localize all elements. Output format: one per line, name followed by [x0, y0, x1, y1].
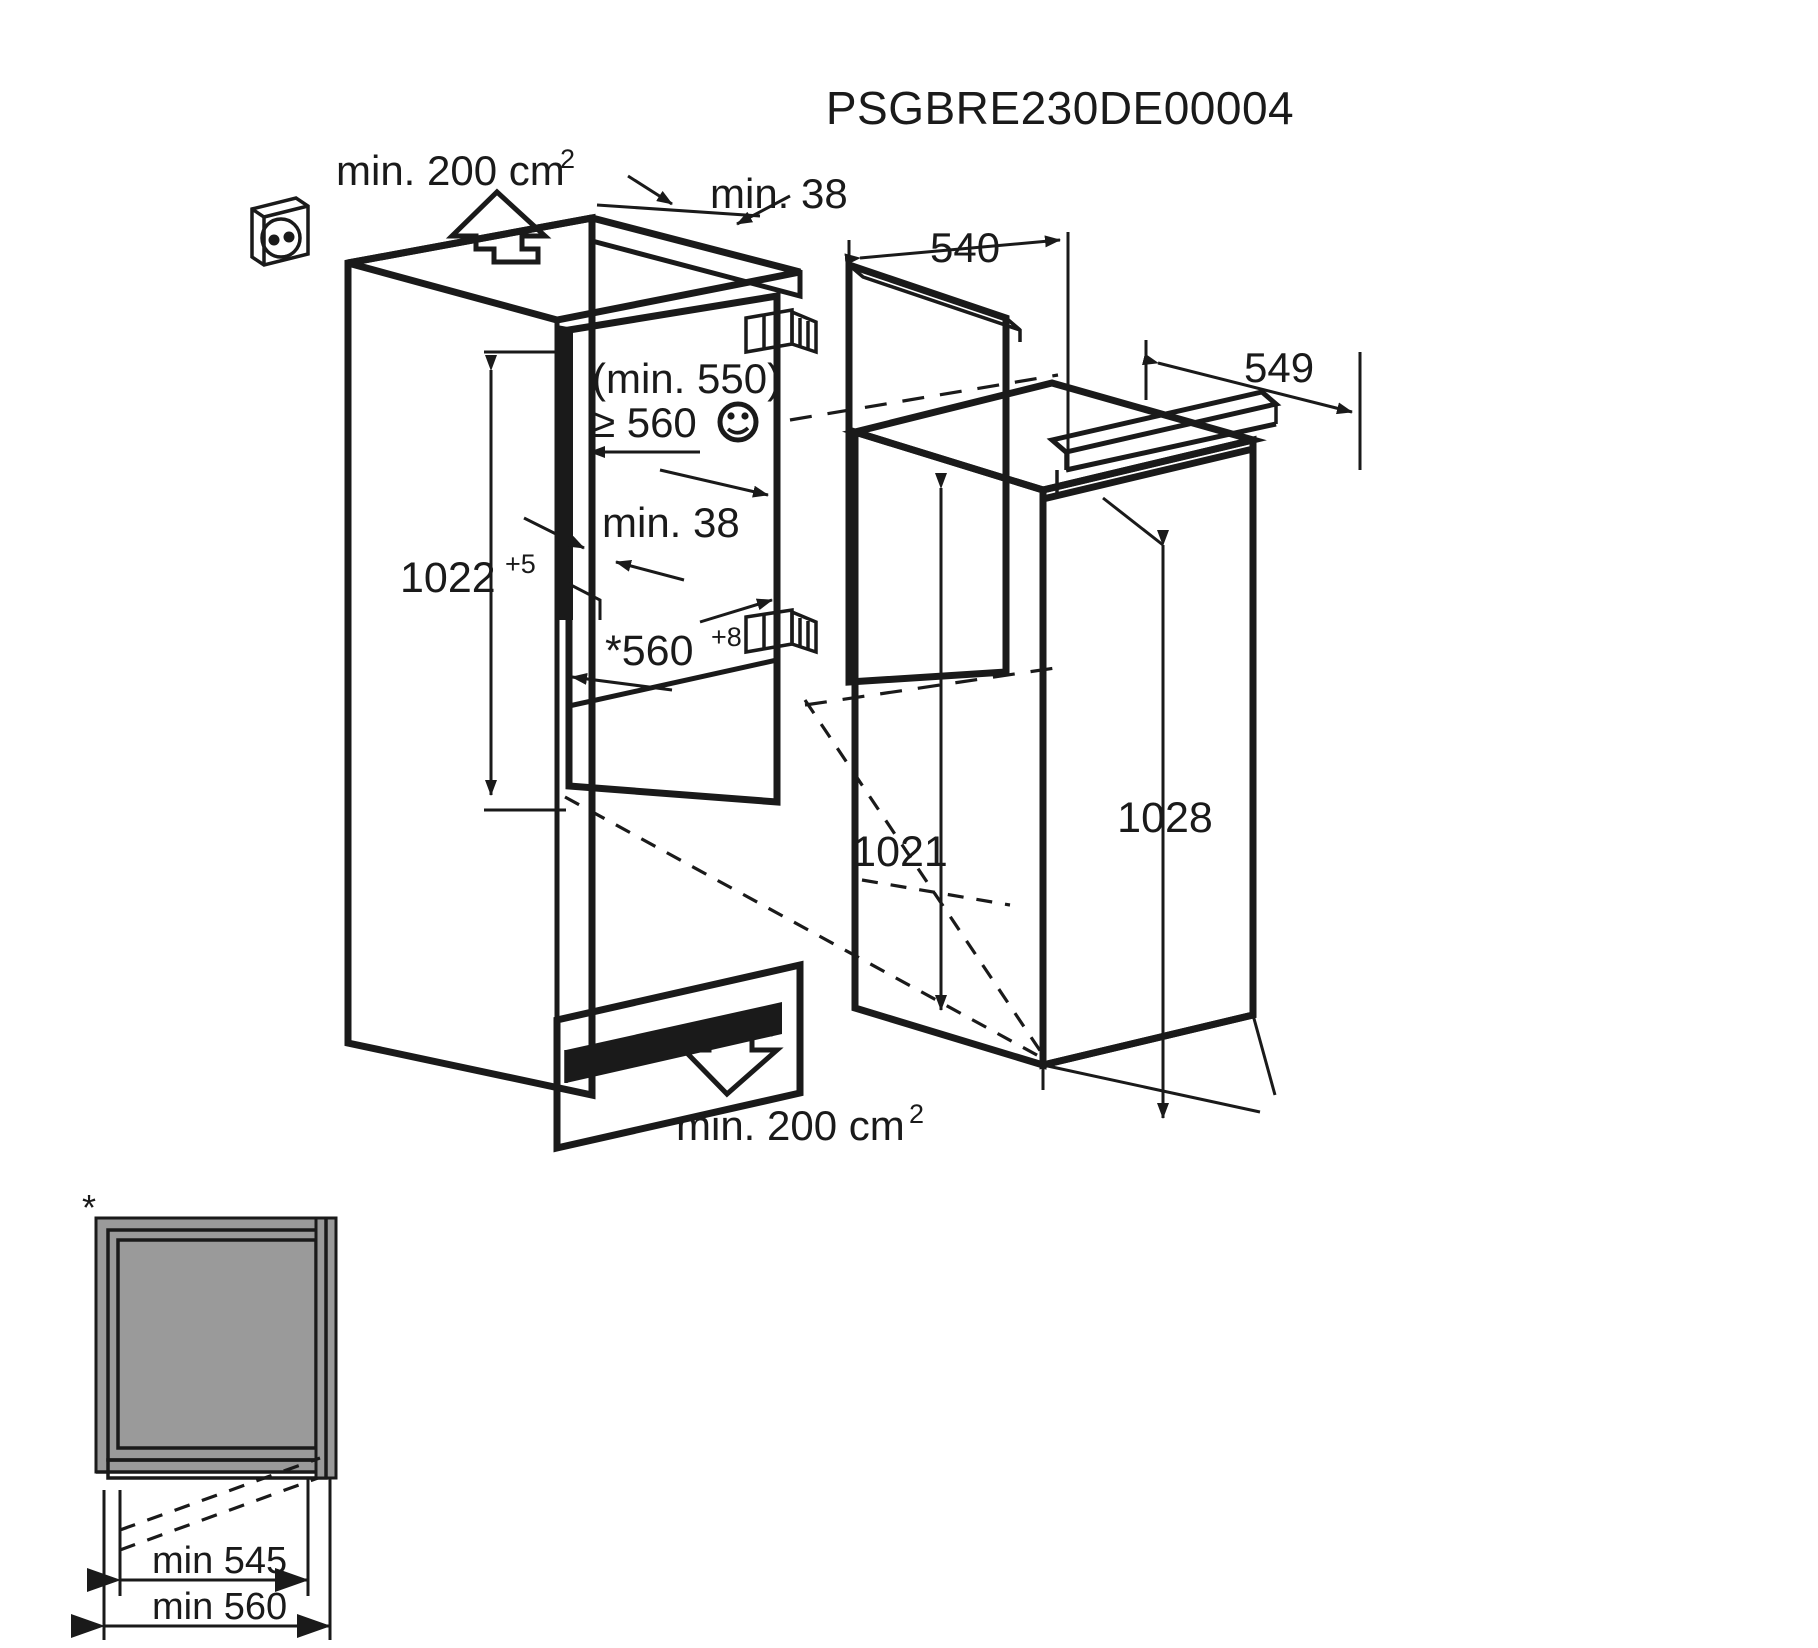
cabinet-top-front-strip — [589, 214, 803, 300]
dimension-1028-label: 1028 — [1117, 794, 1213, 842]
dimension-560-tolerance: +8 — [711, 622, 742, 652]
dim560-arrow-right — [699, 598, 773, 624]
gap-top-arrow-right — [736, 194, 791, 226]
dimension-1028: 1028 — [1041, 496, 1277, 1119]
gap-mid-leader — [566, 581, 602, 620]
projection-line-upper — [789, 373, 1059, 422]
gap-mid-label: min. 38 — [602, 499, 740, 546]
dimension-540: 540 — [844, 224, 1070, 470]
appliance-door-front — [1039, 444, 1257, 1070]
power-socket-icon — [250, 196, 310, 267]
inset-plan-view: * min 545 min 560 — [71, 1187, 338, 1640]
vent-bottom-label-group: min. 200 cm 2 — [676, 1099, 924, 1149]
vent-top-label-group: min. 200 cm 2 — [336, 144, 575, 194]
airflow-down-arrow-icon — [678, 1019, 784, 1098]
dimension-1022-tolerance: +5 — [505, 549, 536, 579]
gap-top-extension — [596, 203, 761, 218]
vent-bottom-label-superscript: 2 — [909, 1099, 924, 1129]
niche-width-arrow-right — [659, 468, 769, 498]
dimension-549-label: 549 — [1244, 344, 1314, 391]
appliance-guide-dash — [861, 878, 1011, 907]
gap-top-label: min. 38 — [710, 170, 848, 217]
dimension-1022-label: 1022 — [400, 554, 496, 602]
hinge-lower — [744, 607, 818, 655]
inset-dimension-560: min 560 — [71, 1478, 332, 1640]
inset-asterisk: * — [82, 1187, 96, 1228]
dimension-549: 549 — [1141, 340, 1362, 470]
gap-top-arrow-left — [627, 174, 673, 206]
dimension-560-label: *560 — [605, 627, 693, 675]
furniture-door-corner — [1004, 316, 1022, 342]
dimension-540-label: 540 — [930, 224, 1000, 271]
dim560-arrow-left — [571, 672, 673, 692]
inset-dim-545-label: min 545 — [152, 1540, 287, 1582]
gap-mid-arrow-left — [523, 516, 585, 550]
dim549-arrow — [1141, 353, 1353, 415]
inset-dim-560-label: min 560 — [152, 1586, 287, 1628]
vent-top-label: min. 200 cm — [336, 147, 565, 194]
trim-lower-line — [1065, 421, 1277, 473]
appliance-assembly — [841, 379, 1282, 1070]
inset-dimension-545: min 545 — [87, 1478, 310, 1596]
dim540-arrow — [844, 235, 1061, 266]
dim1028-base-ext2 — [1251, 1014, 1277, 1096]
plinth-top-line — [556, 963, 801, 1022]
appliance-inner-door-open — [565, 291, 781, 806]
inset-swing-dash-1 — [119, 1456, 321, 1532]
hinge-upper — [744, 307, 818, 355]
projection-diagonal-2 — [803, 699, 1045, 1056]
smiley-face-icon — [717, 401, 759, 443]
gap-mid-arrow-right — [615, 560, 685, 582]
drawing-title: PSGBRE230DE00004 — [826, 82, 1294, 134]
gap-mid-group: min. 38 — [523, 499, 740, 620]
airflow-up-arrow-icon — [445, 188, 552, 265]
dimension-1021-label: 1021 — [852, 828, 948, 876]
dimension-1021: 1021 — [852, 473, 948, 1011]
dim1028-base-ext — [1042, 1063, 1261, 1114]
vent-top-label-superscript: 2 — [560, 144, 575, 174]
niche-width-pref-label: ≥ 560 — [592, 399, 697, 446]
dimension-1022: 1022 +5 — [400, 350, 566, 812]
vent-bottom-label: min. 200 cm — [676, 1102, 905, 1149]
niche-width-labels: (min. 550) ≥ 560 — [589, 355, 781, 498]
projection-diagonal — [564, 795, 1047, 1062]
dim1028-leader — [1102, 496, 1164, 547]
dimension-560-star: *560 +8 — [571, 598, 773, 692]
niche-width-min-label: (min. 550) — [592, 355, 781, 402]
inset-swing-dash-2 — [119, 1476, 319, 1552]
projection-line-lower — [804, 666, 1056, 707]
inset-outer-frame — [94, 1216, 338, 1474]
